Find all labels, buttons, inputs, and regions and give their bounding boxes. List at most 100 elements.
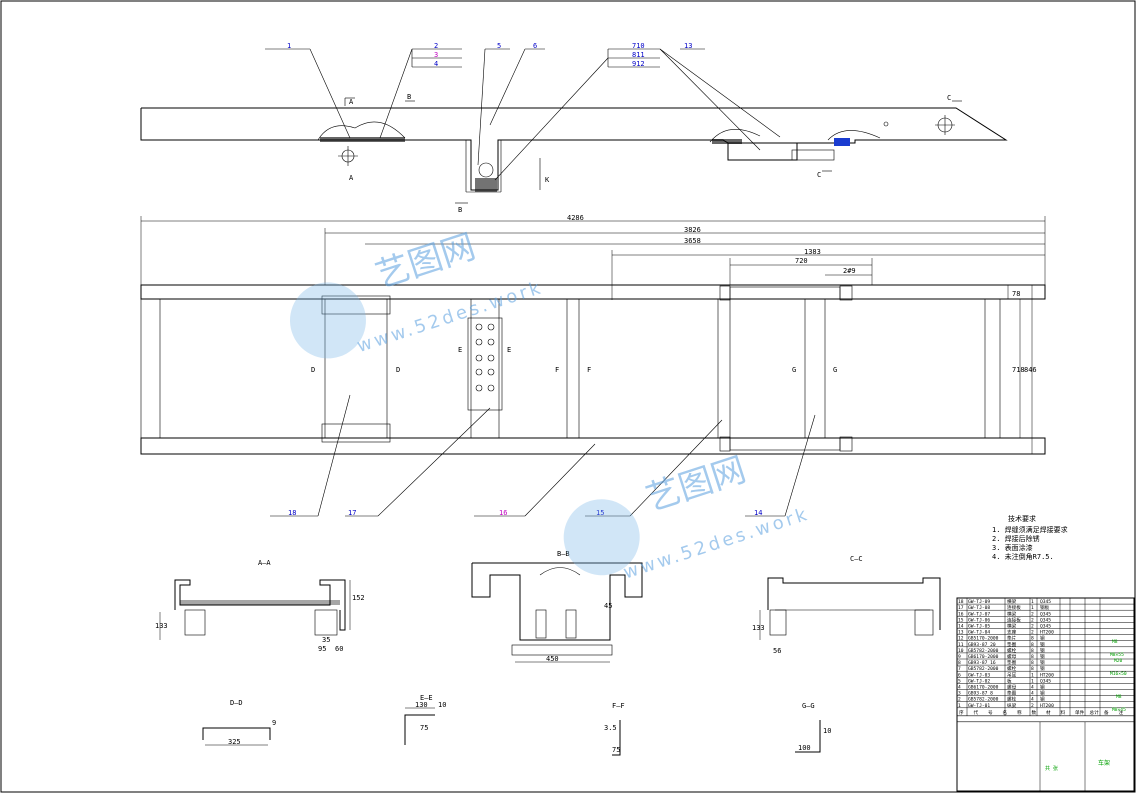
watermark-brand: 艺图网 [371,227,480,297]
bom-cell: 8 [1031,648,1034,654]
callout-1: 1 [287,42,291,50]
bom-cell: 1 [1031,605,1034,611]
ee-dim-10: 10 [438,701,446,709]
cut-e-left: E [458,346,462,354]
bom-cell: 4 [1031,685,1034,691]
bom-header-cell: 料 [1061,709,1066,716]
aa-dim-152: 152 [352,594,365,602]
bom-cell: Q345 [1040,678,1051,684]
bom-cell: GB93-87 8 [968,691,993,697]
bom-cell: 螺栓 [1007,647,1017,654]
bb-dim-450: 450 [546,655,559,663]
bom-note: M8 [1116,694,1122,700]
bom-cell: 垫圈 [1007,659,1017,666]
bom-cell: GB93-87 20 [968,642,996,648]
cc-dim-56: 56 [773,647,781,655]
bom-cell: 支座 [1007,629,1017,636]
bom-header-cell: 单件 [1075,709,1085,716]
watermark-1: 艺图网 www.52des.work [289,227,546,359]
aa-dim-95: 95 [318,645,326,653]
callout-14: 14 [754,509,762,517]
bom-cell: HT200 [1040,630,1054,636]
dd-dim-325: 325 [228,738,241,746]
bom-cell: 钢 [1040,647,1045,654]
bom-cell: GW-TJ-03 [968,672,990,678]
bom-header-cell: 总计 [1090,709,1100,716]
dim-720: 720 [795,257,808,265]
dim-78: 78 [1012,290,1020,298]
tech-note-4: 4. 未注倒角R7.5. [992,552,1054,561]
callout-15: 15 [596,509,604,517]
tech-notes-title: 技术要求 [1008,514,1036,523]
bom-header-cell: 备 [1104,709,1109,716]
section-ff: F—F 3.5 75 [604,702,625,756]
bom-cell: GW-TJ-02 [968,678,990,684]
bom-note: M16×50 [1110,671,1127,677]
bom-cell: GW-TJ-06 [968,617,990,623]
bom-cell: 钢 [1040,690,1045,697]
bom-note: M8×55 [1110,652,1124,658]
bom-cell: 8 [958,660,961,666]
bom-cell: 8 [1031,636,1034,642]
tech-note-3: 3. 表面涂漆 [992,543,1033,552]
side-view: A A B B C C K 1 2 3 4 5 6 710 811 912 13 [140,42,1008,214]
bom-cell: 横梁 [1007,610,1017,617]
cut-a-bottom: A [349,174,354,182]
aa-dim-133: 133 [155,622,168,630]
bom-cell: GW-TJ-05 [968,624,990,630]
callout-811: 811 [632,51,645,59]
bom-cell: 螺母 [1007,684,1017,691]
title-block-name: 车架 [1098,759,1110,767]
tech-notes: 技术要求 1. 焊缝须满足焊接要求 2. 焊接后除锈 3. 表面涂漆 4. 未注… [992,514,1068,561]
bom-note: M8×45 [1112,707,1126,713]
bom-cell: 1 [1031,678,1034,684]
callout-16: 16 [499,509,507,517]
section-ff-label: F—F [612,702,625,710]
bom-header-cell: 材 [1046,709,1051,716]
bom-cell: 2 [1031,630,1034,636]
ff-dim-35: 3.5 [604,724,617,732]
callout-6: 6 [533,42,537,50]
bom-cell: 钢 [1040,653,1045,660]
bom-cell: HT200 [1040,672,1054,678]
bom-cell: 横梁 [1007,623,1017,630]
bom-cell: 2 [1031,703,1034,709]
tech-note-1: 1. 焊缝须满足焊接要求 [992,525,1068,534]
bom-cell: 1 [1031,672,1034,678]
bom-cell: 钢 [1040,665,1045,672]
ee-dim-130: 130 [415,701,428,709]
bom-cell: 8 [1031,642,1034,648]
section-bb-label: B—B [557,550,570,558]
dim-718: 718 [1012,366,1025,374]
bom-cell: 垫圈 [1007,690,1017,697]
aa-dim-60: 60 [335,645,343,653]
watermark-2: 艺图网 www.52des.work [563,450,812,584]
bom-cell: GW-TJ-07 [968,611,990,617]
cut-e-right: E [507,346,511,354]
bom-cell: 4 [958,685,961,691]
dim-overall: 4286 [567,214,584,222]
top-view: 4286 3826 3658 1383 720 2#9 78 [140,214,1046,517]
bom-header-cell: 称 [1017,709,1022,716]
bom-cell: 螺栓 [1007,696,1017,703]
section-dd-label: D—D [230,699,243,707]
bom-cell: 16 [958,611,964,617]
bom-cell: GB5170-2000 [968,636,999,642]
bom-cell: Q345 [1040,617,1051,623]
aa-dim-35: 35 [322,636,330,644]
bom-cell: GB5782-2000 [968,648,999,654]
section-aa-label: A—A [258,559,271,567]
bom-cell: 4 [1031,697,1034,703]
bom-cell: 18 [958,599,964,605]
bom-cell: GW-TJ-09 [968,599,990,605]
bb-dim-45: 45 [604,602,612,610]
bom-cell: 钢板 [1040,604,1050,611]
bom-header-cell: 序 [959,709,964,716]
bom-cell: 钢 [1040,641,1045,648]
cut-g-left: G [792,366,796,374]
bom-note: M20 [1114,658,1123,664]
bom-cell: GB6170-2000 [968,685,999,691]
bom-cell: 17 [958,605,964,611]
